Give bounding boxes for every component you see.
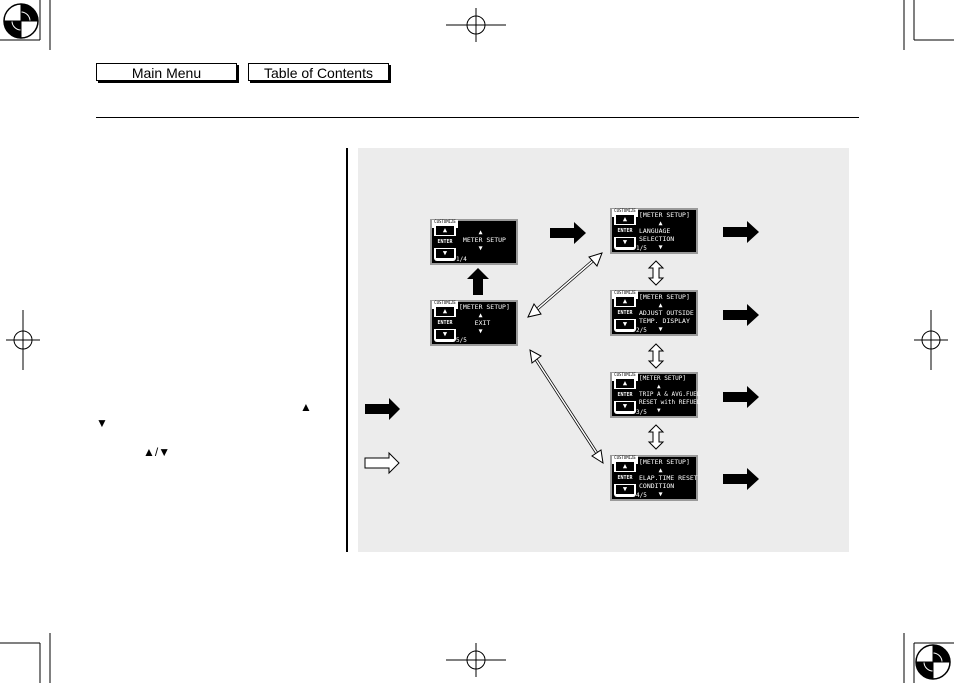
screen-page: 1/4: [456, 256, 467, 263]
black-up-arrow-icon: [467, 268, 489, 295]
knob-down-icon: ▼: [436, 330, 454, 339]
slash-separator: /: [154, 445, 159, 459]
main-menu-button[interactable]: Main Menu: [96, 63, 237, 81]
black-arrow-icon: [550, 222, 586, 244]
selector-knob-icon: ▲ ENTER ▼: [434, 304, 456, 342]
down-arrow-icon: ▼: [96, 416, 108, 430]
screen-page: 3/5: [636, 409, 647, 416]
display-adjust-outside-temp: CUSTOMIZE MENU ▲ ENTER ▼ [METER SETUP] ▲…: [610, 290, 698, 336]
screen-page: 2/5: [636, 327, 647, 334]
table-of-contents-button[interactable]: Table of Contents: [248, 63, 389, 81]
diagram-arrows: [364, 221, 759, 490]
display-customize-group: CUSTOMIZE GROUP ▲ ENTER ▼ ▲ METER SETUP …: [430, 219, 518, 265]
up-arrow-icon: ▲: [300, 400, 312, 414]
knob-up-icon: ▲: [616, 297, 634, 306]
enter-label: ENTER: [614, 472, 636, 484]
knob-up-icon: ▲: [616, 215, 634, 224]
display-meter-setup-exit: CUSTOMIZE MENU ▲ ENTER ▼ [METER SETUP] ▲…: [430, 300, 518, 346]
double-arrow-icon: [647, 260, 665, 286]
registration-target-bottom-right: [915, 644, 951, 680]
knob-down-icon: ▼: [436, 249, 454, 258]
enter-label: ENTER: [614, 225, 636, 237]
double-arrow-icon: [647, 343, 665, 369]
registration-target-top-left: [3, 3, 39, 39]
black-arrow-icon: [723, 386, 759, 408]
black-arrow-icon: [723, 304, 759, 326]
screen-text: ▲ METER SETUP ▼: [462, 228, 506, 252]
white-arrow-icon: [364, 451, 400, 475]
knob-down-icon: ▼: [616, 402, 634, 411]
column-divider: [346, 148, 348, 552]
selector-knob-icon: ▲ ENTER ▼: [614, 376, 636, 414]
black-arrow-icon: [723, 468, 759, 490]
display-elap-time-reset: CUSTOMIZE MENU ▲ ENTER ▼ [METER SETUP] ▲…: [610, 455, 698, 501]
crosshair-bottom-center: [446, 643, 506, 677]
knob-down-icon: ▼: [616, 238, 634, 247]
crosshair-right: [914, 310, 948, 370]
enter-label: ENTER: [614, 307, 636, 319]
enter-label: ENTER: [614, 389, 636, 401]
diagonal-double-arrow-icon: [534, 357, 599, 456]
screen-text: [METER SETUP] ▲ LANGUAGE SELECTION ▼: [639, 211, 690, 251]
knob-up-icon: ▲: [436, 226, 454, 235]
knob-down-icon: ▼: [616, 485, 634, 494]
display-trip-a-avg-fuel: CUSTOMIZE MENU ▲ ENTER ▼ [METER SETUP] ▲…: [610, 372, 701, 418]
black-arrow-icon: [723, 221, 759, 243]
crosshair-top-center: [446, 8, 506, 42]
selector-knob-icon: ▲ ENTER ▼: [614, 212, 636, 250]
header-rule: [96, 117, 859, 118]
meter-setup-diagram: CUSTOMIZE GROUP ▲ ENTER ▼ ▲ METER SETUP …: [358, 148, 849, 552]
up-down-arrows-icon: ▲/▼: [143, 445, 170, 459]
enter-label: ENTER: [434, 236, 456, 248]
down-arrow-icon: ▼: [158, 445, 171, 459]
diagonal-double-arrow-icon: [534, 258, 596, 312]
black-arrow-icon: [365, 398, 400, 420]
screen-text: [METER SETUP] ▲ ADJUST OUTSIDE TEMP. DIS…: [639, 293, 694, 333]
screen-text: [METER SETUP] ▲ EXIT ▼: [459, 303, 510, 335]
double-arrow-icon: [647, 424, 665, 450]
screen-page: 5/5: [456, 337, 467, 344]
screen-page: 1/5: [636, 245, 647, 252]
enter-label: ENTER: [434, 317, 456, 329]
selector-knob-icon: ▲ ENTER ▼: [434, 223, 456, 261]
selector-knob-icon: ▲ ENTER ▼: [614, 294, 636, 332]
knob-down-icon: ▼: [616, 320, 634, 329]
screen-page: 4/5: [636, 492, 647, 499]
up-arrow-icon: ▲: [143, 445, 155, 459]
knob-up-icon: ▲: [616, 462, 634, 471]
display-language-selection: CUSTOMIZE MENU ▲ ENTER ▼ [METER SETUP] ▲…: [610, 208, 698, 254]
screen-text: [METER SETUP] ▲ TRIP A & AVG.FUEL RESET …: [639, 375, 701, 414]
crosshair-left: [6, 310, 40, 370]
screen-text: [METER SETUP] ▲ ELAP.TIME RESET CONDITIO…: [639, 458, 698, 498]
knob-up-icon: ▲: [616, 379, 634, 388]
selector-knob-icon: ▲ ENTER ▼: [614, 459, 636, 497]
knob-up-icon: ▲: [436, 307, 454, 316]
